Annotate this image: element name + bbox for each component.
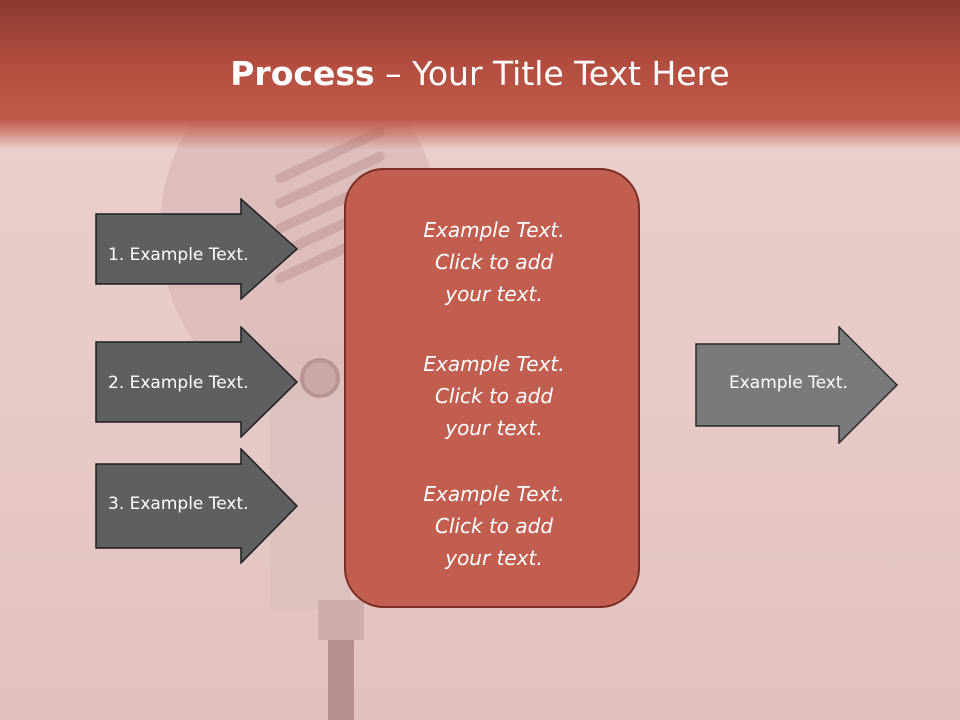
process-text-line: Click to add: [434, 514, 554, 538]
process-text-line: Example Text.: [423, 352, 565, 376]
process-text-line: Example Text.: [423, 218, 565, 242]
slide-title-bold: Process: [230, 54, 375, 93]
title-bar: [0, 0, 960, 150]
slide-title[interactable]: Process – Your Title Text Here: [0, 52, 960, 96]
input-label-3: 3. Example Text.: [108, 494, 249, 514]
input-arrow-2[interactable]: [95, 326, 299, 438]
output-arrow[interactable]: [695, 326, 899, 444]
process-text-line: Click to add: [434, 250, 554, 274]
input-label-2: 2. Example Text.: [108, 373, 249, 393]
input-arrow-3[interactable]: [95, 448, 299, 564]
input-arrow-1[interactable]: [95, 198, 299, 300]
process-text-line: your text.: [445, 282, 543, 306]
process-text-block-2[interactable]: Example Text. Click to add your text.: [346, 348, 642, 444]
process-text-line: your text.: [445, 416, 543, 440]
process-text-block-1[interactable]: Example Text. Click to add your text.: [346, 214, 642, 310]
process-text-block-3[interactable]: Example Text. Click to add your text.: [346, 478, 642, 574]
output-label: Example Text.: [729, 373, 848, 393]
process-text-line: Click to add: [434, 384, 554, 408]
input-label-1: 1. Example Text.: [108, 245, 249, 265]
process-box[interactable]: Example Text. Click to add your text. Ex…: [344, 168, 640, 608]
process-text-line: your text.: [445, 546, 543, 570]
slide-title-rest: – Your Title Text Here: [374, 54, 730, 93]
process-text-line: Example Text.: [423, 482, 565, 506]
